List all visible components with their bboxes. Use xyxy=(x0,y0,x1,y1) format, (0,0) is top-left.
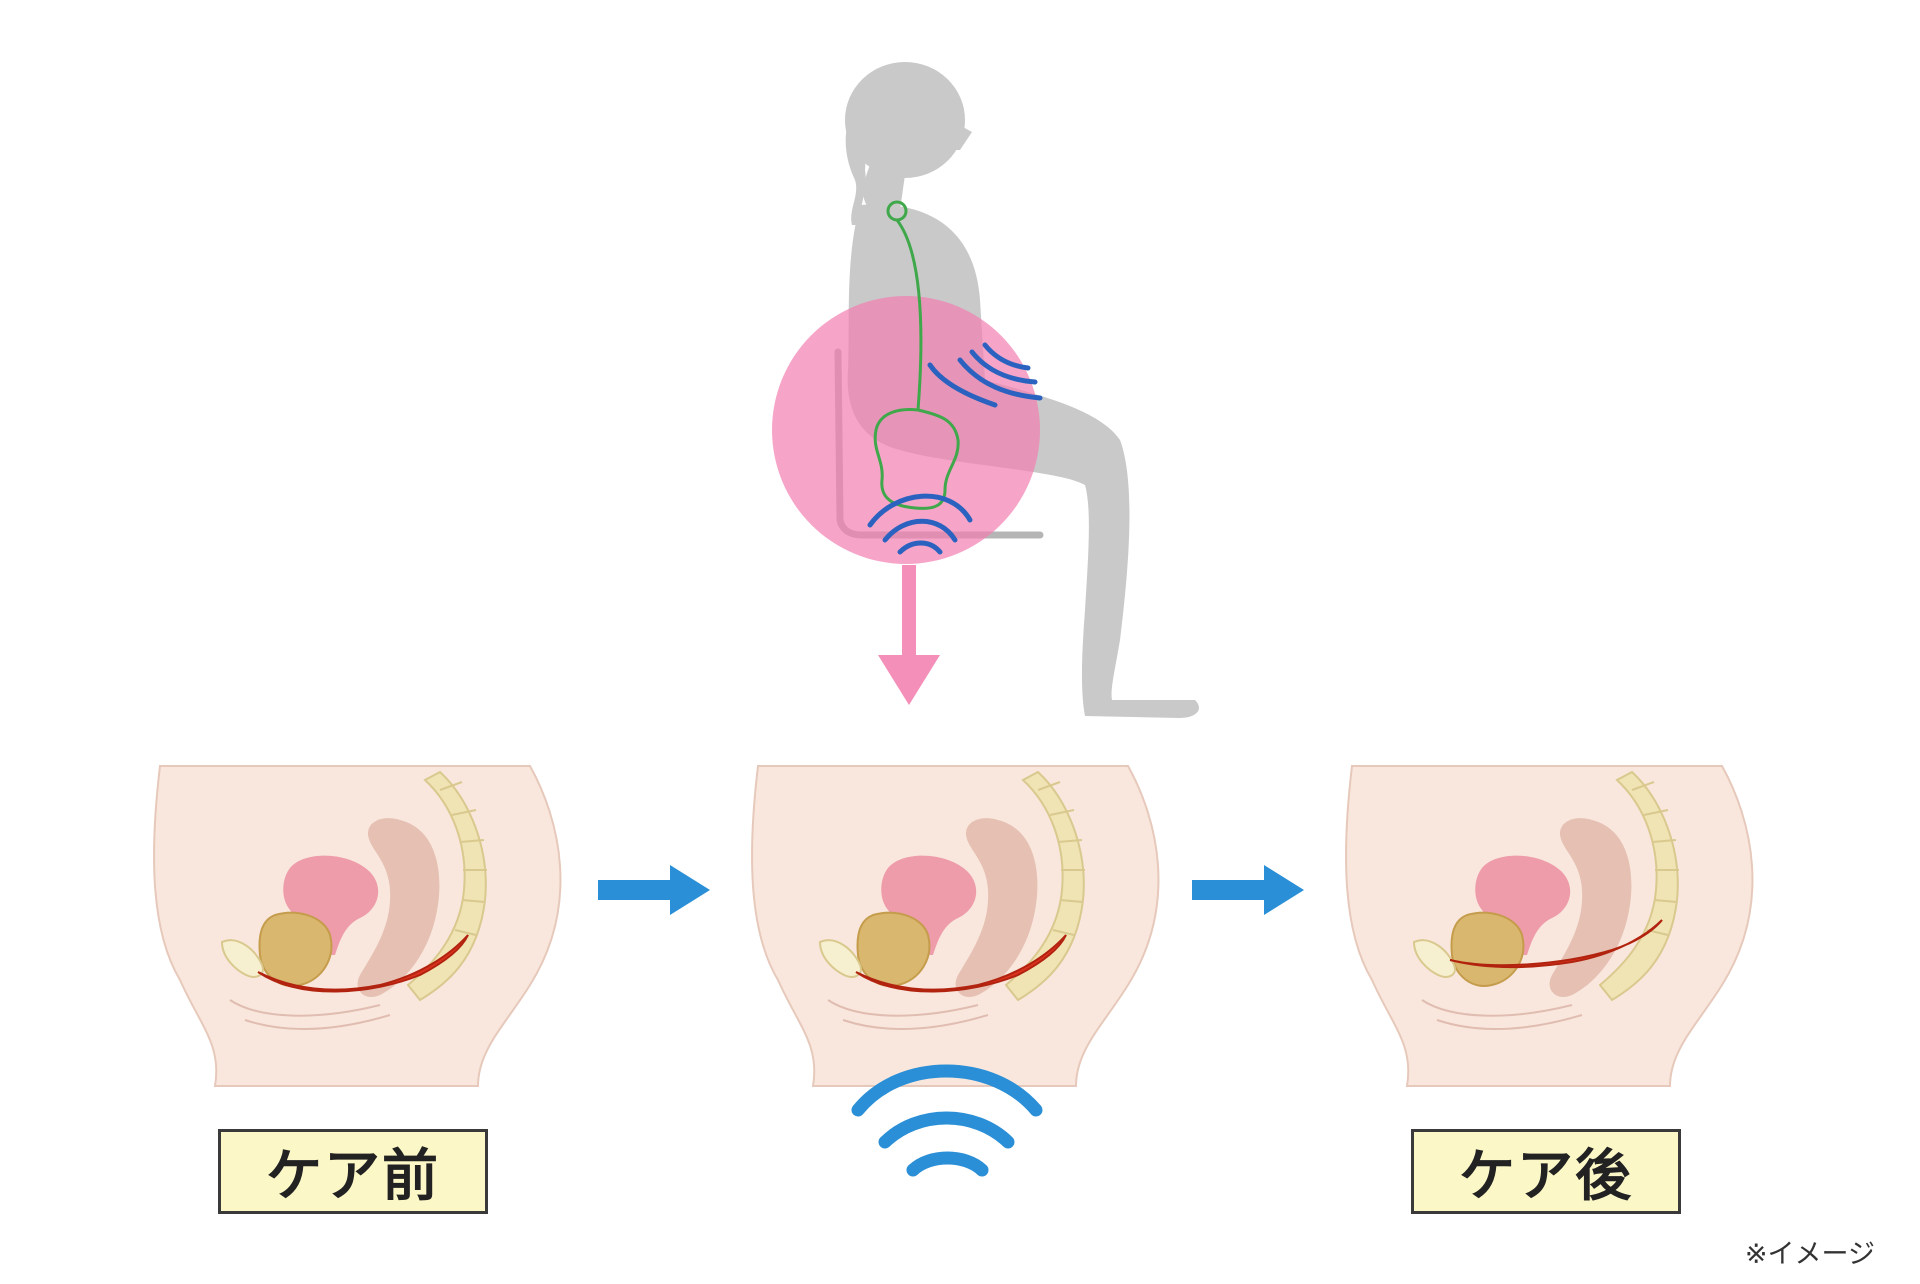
wave-signal-icon xyxy=(867,342,1043,555)
pelvis-before xyxy=(153,765,562,1087)
pelvis-after xyxy=(1345,765,1754,1087)
wave-signal-icon xyxy=(851,1064,1043,1177)
pelvis-during xyxy=(751,765,1160,1087)
right-arrow-icon xyxy=(1192,865,1304,915)
label-after-care: ケア後 xyxy=(1411,1129,1681,1214)
image-note: ※イメージ xyxy=(1744,1239,1875,1270)
down-arrow-icon xyxy=(878,565,940,705)
label-before-care: ケア前 xyxy=(218,1129,488,1214)
spine-line xyxy=(873,200,960,510)
focus-circle xyxy=(772,296,1040,564)
right-arrow-icon xyxy=(598,865,710,915)
